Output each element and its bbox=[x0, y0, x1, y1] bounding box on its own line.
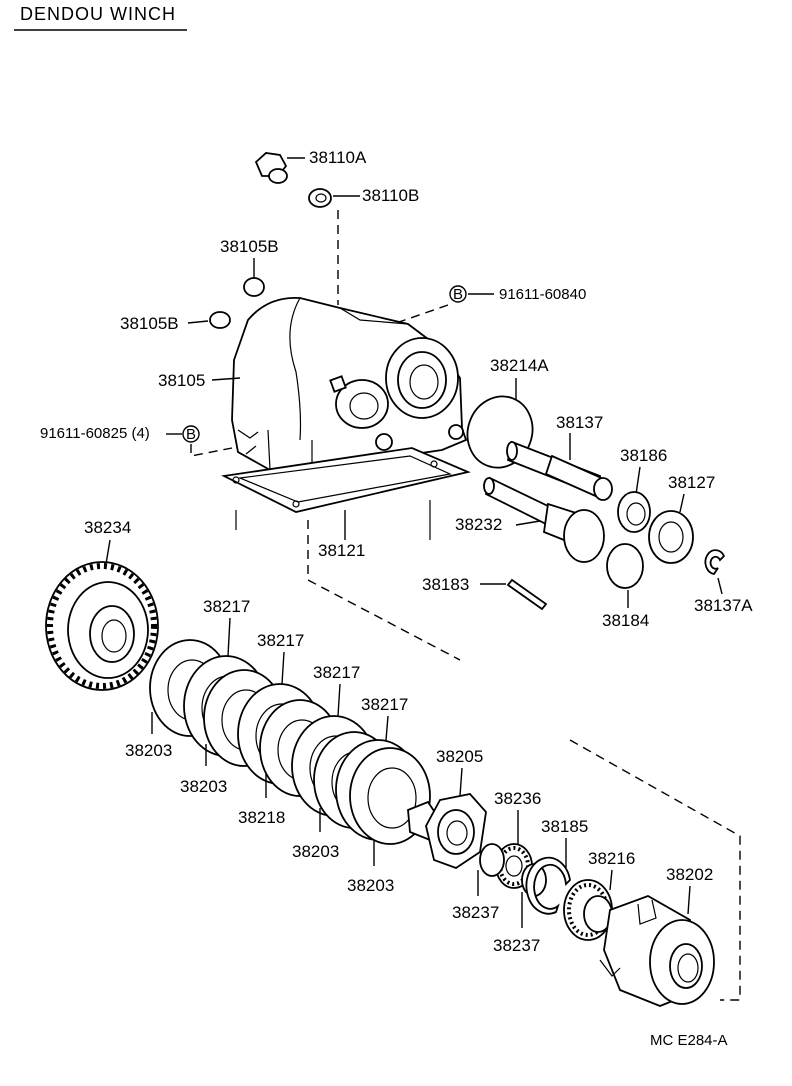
leader-38202 bbox=[687, 885, 691, 915]
dash-housing-to-drum bbox=[307, 520, 461, 661]
label-38186[interactable]: 38186 bbox=[620, 446, 667, 465]
leader-38105B-lower bbox=[187, 320, 209, 324]
label-38216[interactable]: 38216 bbox=[588, 849, 635, 868]
label-38105B-lower[interactable]: 38105B bbox=[120, 314, 179, 333]
label-38202[interactable]: 38202 bbox=[666, 865, 713, 884]
part-38232-shift-sleeve[interactable] bbox=[483, 476, 605, 563]
label-38105[interactable]: 38105 bbox=[158, 371, 205, 390]
label-38137A[interactable]: 38137A bbox=[694, 596, 753, 615]
part-38137-clutch-shaft[interactable] bbox=[506, 440, 613, 501]
clutch-plate-stack bbox=[149, 639, 431, 845]
label-38110B[interactable]: 38110B bbox=[362, 186, 419, 205]
part-38127-washer[interactable] bbox=[648, 510, 694, 564]
label-38237-1[interactable]: 38237 bbox=[452, 903, 499, 922]
part-38234-ring-gear[interactable] bbox=[45, 561, 159, 691]
leader-38217-1 bbox=[227, 617, 231, 657]
label-38217-2[interactable]: 38217 bbox=[257, 631, 304, 650]
dash-91611-60825 bbox=[190, 444, 233, 457]
label-38184[interactable]: 38184 bbox=[602, 611, 649, 630]
label-38203-4[interactable]: 38203 bbox=[347, 876, 394, 895]
leader-38186 bbox=[635, 466, 641, 495]
label-38217-1[interactable]: 38217 bbox=[203, 597, 250, 616]
label-38203-2[interactable]: 38203 bbox=[180, 777, 227, 796]
leader-38105 bbox=[211, 377, 241, 381]
leader-38232 bbox=[515, 520, 541, 526]
bolt-marker-upper bbox=[449, 285, 467, 303]
label-38218[interactable]: 38218 bbox=[238, 808, 285, 827]
part-38105B-plug-upper[interactable] bbox=[243, 277, 265, 297]
diagram-title: DENDOU WINCH bbox=[20, 4, 176, 24]
part-38105B-plug-lower[interactable] bbox=[209, 311, 231, 329]
part-38110B-gasket[interactable] bbox=[308, 188, 332, 208]
label-38232[interactable]: 38232 bbox=[455, 515, 502, 534]
label-38105B-upper[interactable]: 38105B bbox=[220, 237, 279, 256]
leader-38217-4 bbox=[385, 715, 389, 741]
label-38137[interactable]: 38137 bbox=[556, 413, 603, 432]
part-38186-bushing[interactable] bbox=[617, 491, 651, 533]
leader-38205 bbox=[459, 767, 463, 797]
bolt-marker-lower bbox=[182, 425, 200, 443]
leader-38234 bbox=[105, 539, 111, 565]
part-38202-drum-end-cover[interactable] bbox=[599, 895, 715, 1007]
part-38216-ball-bearing[interactable] bbox=[563, 879, 613, 941]
leader-38127 bbox=[679, 493, 685, 513]
label-38203-1[interactable]: 38203 bbox=[125, 741, 172, 760]
label-38214A[interactable]: 38214A bbox=[490, 356, 549, 375]
label-38237-2[interactable]: 38237 bbox=[493, 936, 540, 955]
part-38137A-snap-ring[interactable] bbox=[704, 549, 726, 575]
label-38203-3[interactable]: 38203 bbox=[292, 842, 339, 861]
dash-drum-cover bbox=[569, 739, 741, 1001]
part-38185-snap-ring[interactable] bbox=[525, 856, 571, 915]
drawing-code: MC E284-A bbox=[650, 1032, 728, 1049]
leader-38217-2 bbox=[281, 651, 285, 685]
part-38183-pin[interactable] bbox=[506, 578, 548, 611]
part-38105-winch-housing[interactable] bbox=[231, 297, 468, 479]
label-38110A[interactable]: 38110A bbox=[309, 148, 367, 167]
label-38236[interactable]: 38236 bbox=[494, 789, 541, 808]
leader-38216 bbox=[609, 869, 613, 891]
part-38121-housing-gasket[interactable] bbox=[221, 447, 471, 513]
label-38217-4[interactable]: 38217 bbox=[361, 695, 408, 714]
bolt-marker-lower-text: B bbox=[186, 426, 196, 443]
label-91611-60825[interactable]: 91611-60825 (4) bbox=[40, 425, 150, 442]
label-38185[interactable]: 38185 bbox=[541, 817, 588, 836]
label-38234[interactable]: 38234 bbox=[84, 518, 131, 537]
label-38217-3[interactable]: 38217 bbox=[313, 663, 360, 682]
leader-38217-3 bbox=[337, 683, 341, 717]
part-38205-planet-carrier[interactable] bbox=[407, 793, 487, 870]
label-38121[interactable]: 38121 bbox=[318, 541, 365, 560]
label-38127[interactable]: 38127 bbox=[668, 473, 715, 492]
leader-38137A bbox=[717, 577, 723, 595]
part-38184-o-ring[interactable] bbox=[606, 543, 644, 589]
label-38205[interactable]: 38205 bbox=[436, 747, 483, 766]
part-38237-thrust-washer-1[interactable] bbox=[479, 843, 505, 877]
bolt-marker-upper-text: B bbox=[453, 286, 463, 303]
label-91611-60840[interactable]: 91611-60840 bbox=[499, 286, 586, 303]
part-38110A-drain-plug[interactable] bbox=[254, 152, 288, 184]
label-38183[interactable]: 38183 bbox=[422, 575, 469, 594]
